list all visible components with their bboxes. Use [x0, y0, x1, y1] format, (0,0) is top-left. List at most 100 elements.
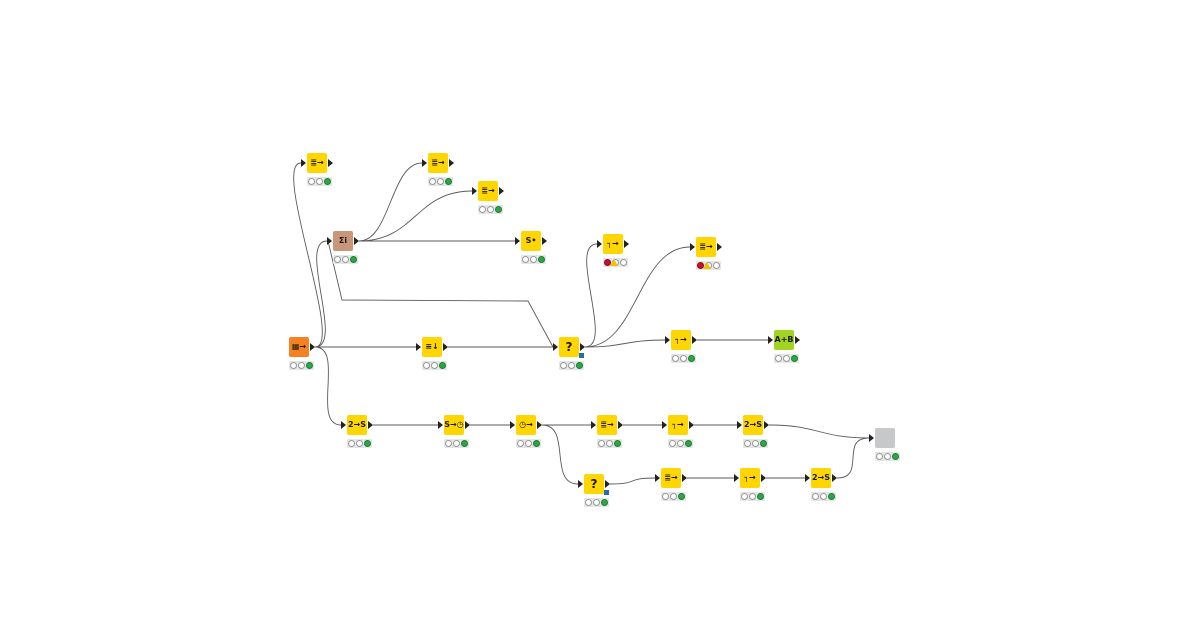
output-port[interactable] — [580, 343, 585, 351]
workflow-node-n18[interactable]: 2→S — [737, 415, 769, 435]
workflow-node-n11[interactable]: ┐→ — [665, 330, 697, 350]
input-port[interactable] — [438, 421, 443, 429]
output-port[interactable] — [354, 237, 359, 245]
connection-n18-n19[interactable] — [768, 424, 870, 439]
input-port[interactable] — [665, 336, 670, 344]
output-port[interactable] — [542, 237, 547, 245]
workflow-node-n13[interactable]: 2→S — [341, 415, 373, 435]
status-light-off — [342, 256, 349, 263]
input-port[interactable] — [422, 159, 427, 167]
input-port[interactable] — [301, 159, 306, 167]
workflow-node-n20[interactable]: ? — [578, 474, 610, 494]
connection-n8-n13[interactable] — [314, 346, 342, 426]
input-port[interactable] — [690, 243, 695, 251]
input-port[interactable] — [515, 237, 520, 245]
output-port[interactable] — [764, 421, 769, 429]
input-port[interactable] — [655, 474, 660, 482]
input-port[interactable] — [472, 187, 477, 195]
output-port[interactable] — [310, 343, 315, 351]
input-port[interactable] — [737, 421, 742, 429]
output-port[interactable] — [624, 240, 629, 248]
input-port[interactable] — [578, 480, 583, 488]
connection-n8-n4[interactable] — [314, 240, 328, 348]
workflow-node-n10[interactable]: ? — [553, 337, 585, 357]
output-port[interactable] — [795, 336, 800, 344]
flow-variable-port[interactable] — [604, 490, 609, 495]
input-port[interactable] — [510, 421, 515, 429]
output-port[interactable] — [605, 480, 610, 488]
connection-n4-n2[interactable] — [358, 162, 423, 242]
connection-n4-n10[interactable] — [327, 240, 554, 348]
input-port[interactable] — [869, 434, 874, 442]
input-port[interactable] — [416, 343, 421, 351]
column-filter-icon: ≣→ — [664, 473, 678, 482]
output-port[interactable] — [368, 421, 373, 429]
connection-n10-n7[interactable] — [584, 246, 691, 348]
output-port[interactable] — [692, 336, 697, 344]
workflow-node-n23[interactable]: 2→S — [805, 468, 837, 488]
input-port[interactable] — [734, 474, 739, 482]
input-port[interactable] — [327, 237, 332, 245]
workflow-node-n1[interactable]: ≣→ — [301, 153, 333, 173]
input-port[interactable] — [341, 421, 346, 429]
workflow-node-n14[interactable]: S→◷ — [438, 415, 470, 435]
connection-n8-n1[interactable] — [293, 162, 323, 348]
connection-n20-n21[interactable] — [609, 477, 656, 485]
output-port[interactable] — [449, 159, 454, 167]
output-port[interactable] — [465, 421, 470, 429]
output-port[interactable] — [761, 474, 766, 482]
output-port[interactable] — [328, 159, 333, 167]
output-port[interactable] — [499, 187, 504, 195]
connection-n10-n11[interactable] — [584, 339, 666, 348]
connection-n4-n3[interactable] — [358, 190, 473, 242]
table-reader-icon: ▦→ — [291, 342, 307, 351]
workflow-node-n17[interactable]: ┐→ — [662, 415, 694, 435]
connection-n10-n6[interactable] — [584, 243, 598, 348]
node-status-n15 — [516, 439, 541, 448]
workflow-node-n12[interactable]: A+B — [768, 330, 800, 350]
status-light-off — [606, 440, 613, 447]
workflow-node-n8[interactable]: ▦→ — [289, 337, 315, 357]
workflow-node-n21[interactable]: ≣→ — [655, 468, 687, 488]
input-port[interactable] — [805, 474, 810, 482]
workflow-node-n9[interactable]: ≡↓ — [416, 337, 448, 357]
input-port[interactable] — [768, 336, 773, 344]
status-light-off — [525, 440, 532, 447]
status-light-off — [517, 440, 524, 447]
workflow-node-n16[interactable]: ≣→ — [591, 415, 623, 435]
input-port[interactable] — [591, 421, 596, 429]
status-light-off — [783, 355, 790, 362]
workflow-node-n15[interactable]: ◷→ — [510, 415, 542, 435]
output-port[interactable] — [682, 474, 687, 482]
connection-n23-n19[interactable] — [836, 437, 870, 479]
workflow-node-n4[interactable]: Σi — [327, 231, 359, 251]
output-port[interactable] — [717, 243, 722, 251]
input-port[interactable] — [597, 240, 602, 248]
input-port[interactable] — [553, 343, 558, 351]
flow-variable-port[interactable] — [579, 353, 584, 358]
node-status-n8 — [289, 361, 314, 370]
string-to-date-icon: S→◷ — [444, 420, 464, 429]
connection-n15-n20[interactable] — [541, 424, 579, 485]
status-light-green — [688, 355, 695, 362]
status-light-off — [593, 499, 600, 506]
workflow-node-n19[interactable] — [869, 428, 895, 448]
workflow-node-n3[interactable]: ≣→ — [472, 181, 504, 201]
output-port[interactable] — [689, 421, 694, 429]
workflow-node-n2[interactable]: ≣→ — [422, 153, 454, 173]
node-status-n3 — [478, 205, 503, 214]
column-filter-icon: ≣→ — [600, 420, 614, 429]
status-light-green — [324, 178, 331, 185]
workflow-node-n6[interactable]: ┐→ — [597, 234, 629, 254]
input-port[interactable] — [662, 421, 667, 429]
output-port[interactable] — [618, 421, 623, 429]
status-light-off — [585, 499, 592, 506]
output-port[interactable] — [537, 421, 542, 429]
status-light-green — [306, 362, 313, 369]
output-port[interactable] — [832, 474, 837, 482]
output-port[interactable] — [443, 343, 448, 351]
workflow-node-n5[interactable]: S• — [515, 231, 547, 251]
workflow-node-n7[interactable]: ≣→ — [690, 237, 722, 257]
workflow-node-n22[interactable]: ┐→ — [734, 468, 766, 488]
